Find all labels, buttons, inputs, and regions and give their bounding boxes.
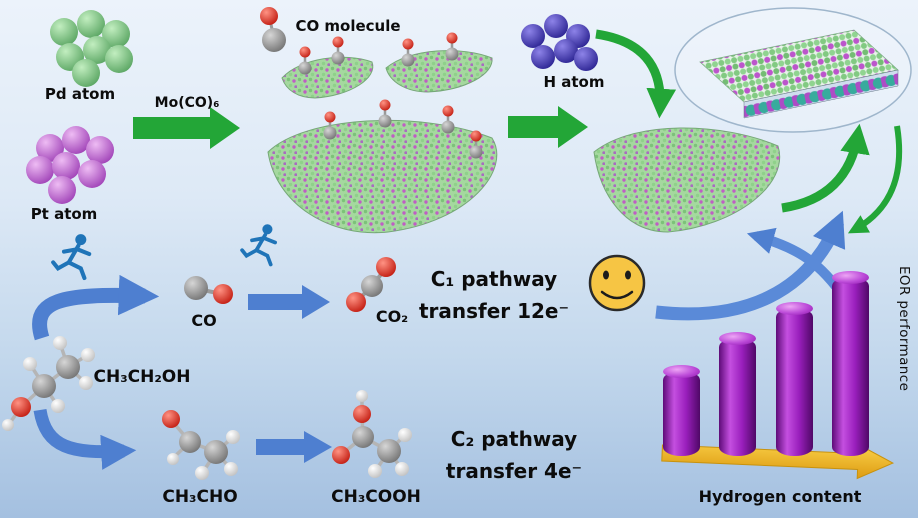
smiley-icon [588,254,646,312]
nanosheet-group [267,50,781,234]
h-addition-arrow [508,106,588,148]
eor-bar [719,332,757,456]
c1-pathway-line2: transfer 12e⁻ [418,299,570,323]
nanosheet-small-right [385,50,493,93]
ch3cho-molecule-3d [162,410,240,480]
eor-bar-group [663,270,869,456]
pt-atom-cluster [26,126,114,204]
nanosheet-hydrogenated [593,127,781,233]
green-arrows [133,29,903,234]
co2-label: CO₂ [375,307,409,326]
ch3cooh-molecule-3d [332,390,412,478]
h-atom-label: H atom [543,73,605,91]
green-curved-arrow-3 [847,125,903,234]
ethanol-to-ch3cho-arrow [33,408,137,470]
pt-atom-label: Pt atom [30,205,98,223]
eor-performance-label: EOR performance [896,266,912,392]
eor-bar [663,365,700,456]
co-molecule-icon [260,7,286,52]
nanosheet-large [267,119,498,234]
pd-atom-cluster [50,10,133,87]
co-label: CO [191,311,217,330]
green-curved-arrow-1 [595,29,677,119]
c2-pathway-line2: transfer 4e⁻ [445,459,583,483]
co-to-co2-arrow [248,285,330,319]
runner-icon-2 [240,222,277,267]
hydrogen-content-label: Hydrogen content [698,487,862,506]
nanosheet-small-left [281,56,374,99]
green-curved-arrow-2 [781,123,870,213]
eor-bar [831,271,869,456]
pd-atom-label: Pd atom [44,85,116,103]
c1-pathway-line1: C₁ pathway [430,267,558,291]
h-atom-cluster [521,14,598,71]
co2-molecule-3d [346,257,396,312]
co-molecule-label: CO molecule [295,17,401,35]
ch3cho-label: CH₃CHO [162,487,238,507]
eor-bar [775,302,813,456]
ethanol-label: CH₃CH₂OH [93,367,191,387]
ch3cooh-label: CH₃COOH [331,487,421,507]
smiley-to-catalyst-arrow [655,210,846,321]
mo-co6-label: Mo(CO)₆ [154,95,220,111]
c2-pathway-line1: C₂ pathway [450,427,578,451]
ch3cho-to-ch3cooh-arrow [256,431,332,463]
atomic-lattice-slab [674,7,912,133]
adsorbed-co-group [298,32,483,159]
ethanol-molecule-3d [2,336,95,431]
runner-icon-1 [53,234,89,278]
mo-co6-arrow [133,107,240,149]
ethanol-to-co-arrow [32,274,160,341]
co-molecule-3d [184,276,233,304]
